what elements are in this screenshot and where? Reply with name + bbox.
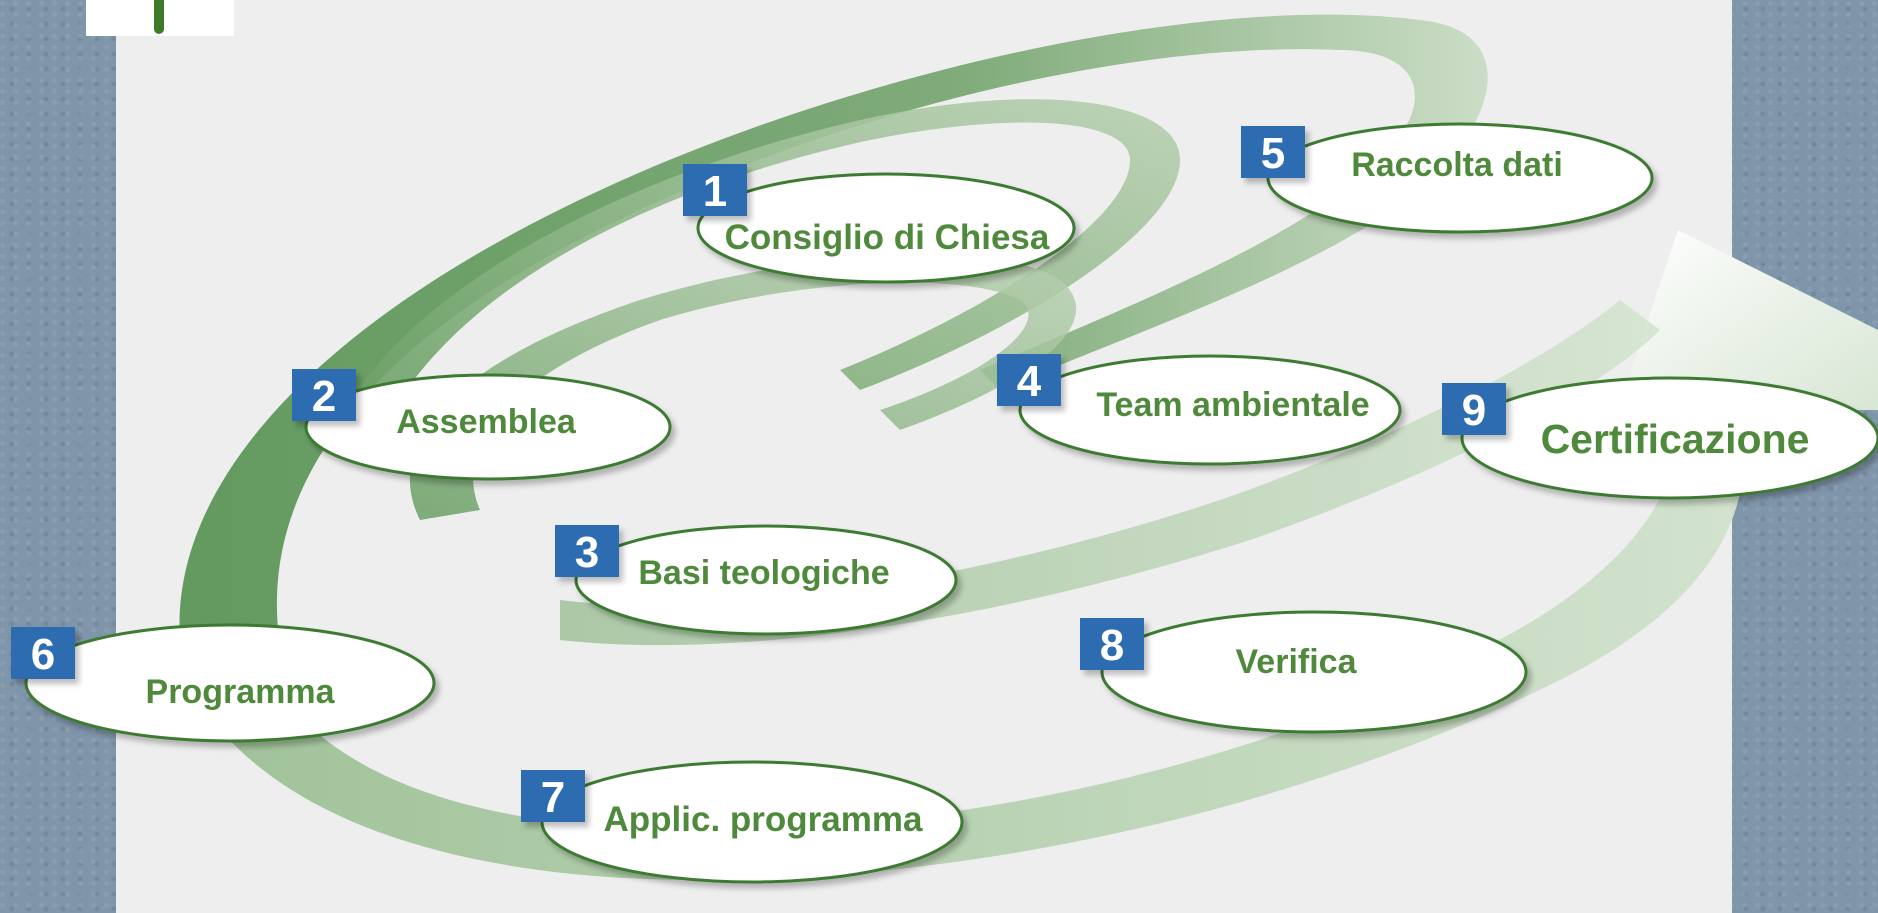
step-9-label: Certificazione bbox=[1541, 416, 1810, 462]
step-1-number: 1 bbox=[703, 167, 727, 216]
step-2-badge: 2 bbox=[292, 369, 356, 421]
step-8-ellipse[interactable] bbox=[1100, 610, 1528, 734]
step-8-badge: 8 bbox=[1080, 618, 1144, 670]
step-6-label: Programma bbox=[146, 673, 336, 711]
step-6-number: 6 bbox=[31, 630, 55, 679]
step-7-badge: 7 bbox=[521, 770, 585, 822]
spiral-inner-band bbox=[409, 255, 1077, 520]
step-labels: Consiglio di Chiesa Assemblea Basi teolo… bbox=[146, 146, 1810, 839]
step-4-ellipse[interactable] bbox=[1018, 354, 1402, 466]
step-5-badge: 5 bbox=[1241, 126, 1305, 178]
step-1-badge: 1 bbox=[683, 164, 747, 216]
step-4-number: 4 bbox=[1017, 357, 1042, 406]
step-2-label: Assemblea bbox=[396, 403, 577, 441]
step-2-number: 2 bbox=[312, 372, 336, 421]
step-1-label: Consiglio di Chiesa bbox=[725, 218, 1050, 257]
spiral-bottom-band bbox=[170, 420, 1744, 880]
step-6-ellipse[interactable] bbox=[24, 623, 436, 743]
step-2-ellipse[interactable] bbox=[304, 373, 672, 481]
step-3-ellipse[interactable] bbox=[574, 524, 958, 636]
step-8-label: Verifica bbox=[1236, 643, 1358, 681]
step-8-number: 8 bbox=[1100, 621, 1124, 670]
step-9-ellipse[interactable] bbox=[1460, 376, 1878, 500]
step-3-label: Basi teologiche bbox=[638, 554, 889, 592]
step-ellipses bbox=[24, 122, 1878, 884]
step-7-label: Applic. programma bbox=[604, 800, 923, 839]
step-9-badge: 9 bbox=[1442, 383, 1506, 435]
logo-stem bbox=[154, 0, 164, 34]
spiral-second-band bbox=[340, 99, 1180, 420]
step-badges: 1 2 3 4 5 6 7 8 bbox=[11, 126, 1506, 822]
step-4-label: Team ambientale bbox=[1096, 386, 1369, 424]
step-4-badge: 4 bbox=[997, 354, 1061, 406]
step-7-number: 7 bbox=[541, 773, 565, 822]
page-curl bbox=[1618, 230, 1878, 410]
step-5-number: 5 bbox=[1261, 129, 1285, 178]
step-6-badge: 6 bbox=[11, 627, 75, 679]
step-5-label: Raccolta dati bbox=[1351, 146, 1563, 184]
step-3-number: 3 bbox=[575, 528, 599, 577]
step-1-ellipse[interactable] bbox=[696, 172, 1076, 284]
step-3-badge: 3 bbox=[555, 525, 619, 577]
step-9-number: 9 bbox=[1462, 386, 1486, 435]
